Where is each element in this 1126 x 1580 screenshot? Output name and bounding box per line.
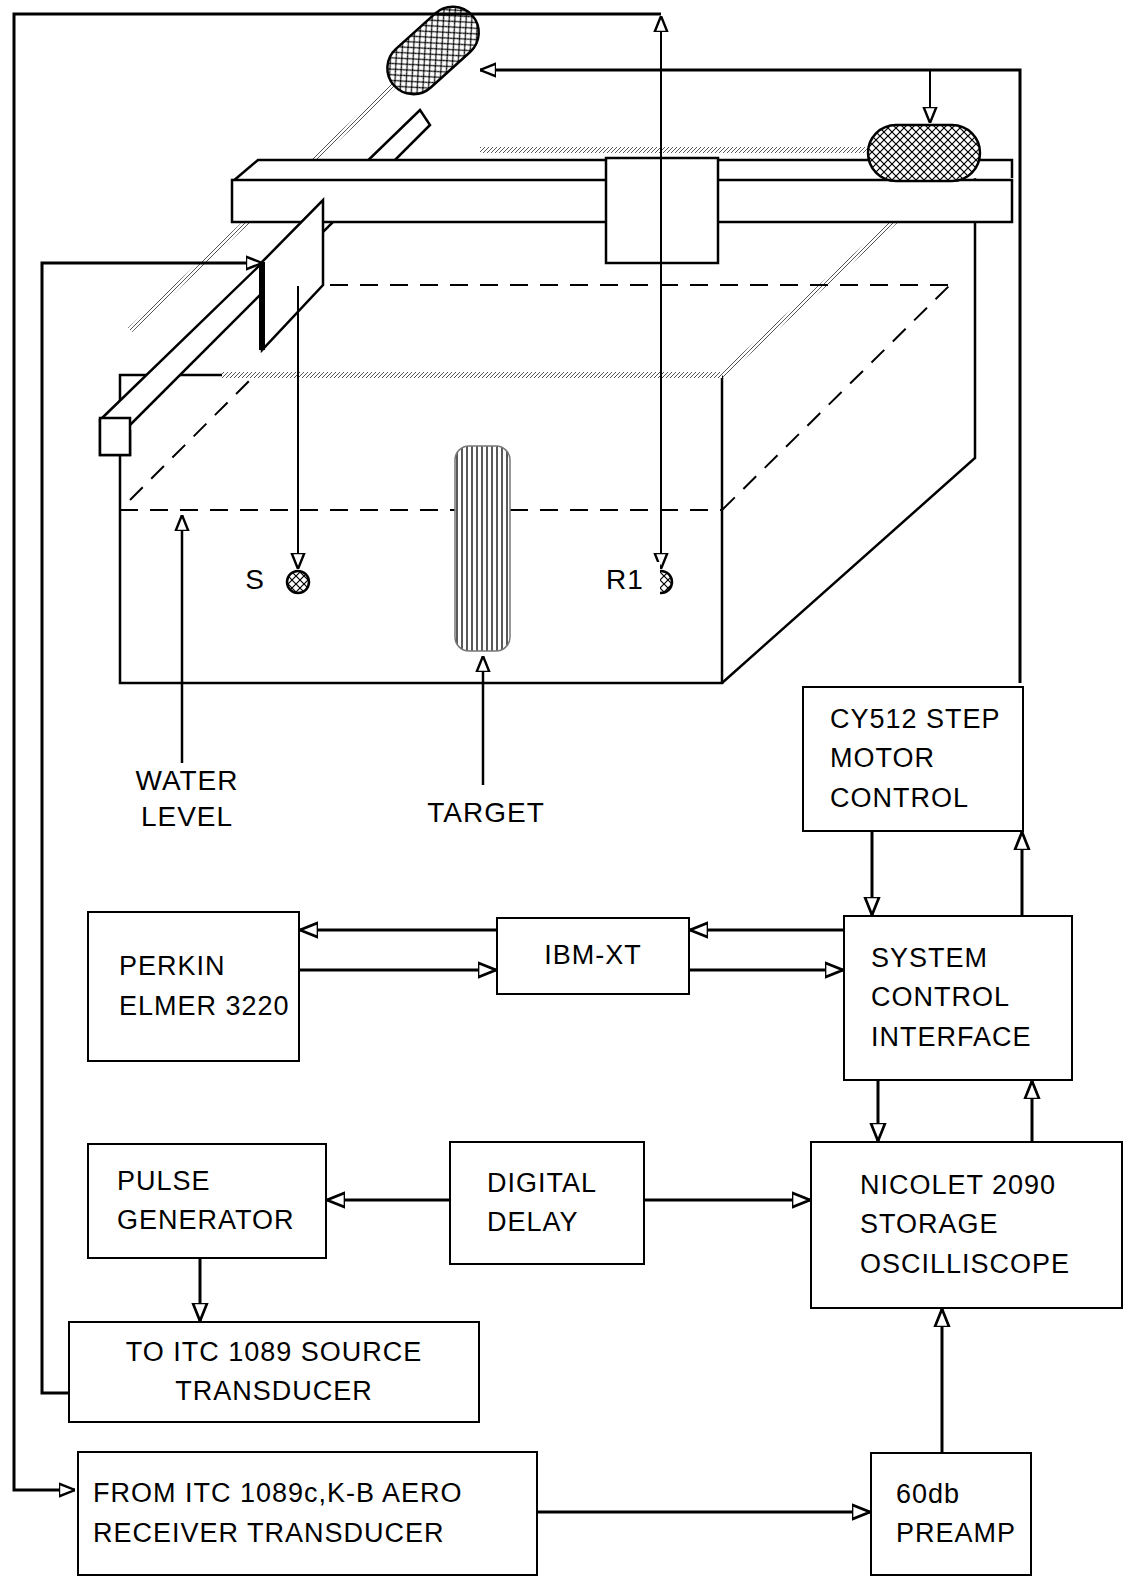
box-label: IBM-XT xyxy=(506,936,680,975)
process-box: FROM ITC 1089c,K-B AERO RECEIVER TRANSDU… xyxy=(77,1451,538,1576)
box-label: PULSE GENERATOR xyxy=(117,1162,317,1240)
process-box: DIGITAL DELAY xyxy=(449,1141,645,1265)
part-label: R1 xyxy=(590,562,660,598)
signal-arrow xyxy=(300,969,496,972)
signal-arrow xyxy=(645,1199,810,1202)
process-box: NICOLET 2090 STORAGE OSCILLISCOPE xyxy=(810,1141,1123,1309)
process-box: PERKIN ELMER 3220 xyxy=(87,911,300,1062)
signal-arrow xyxy=(690,969,843,972)
box-label: DIGITAL DELAY xyxy=(487,1164,635,1242)
box-label: CY512 STEP MOTOR CONTROL xyxy=(830,700,1014,817)
process-box: TO ITC 1089 SOURCE TRANSDUCER xyxy=(68,1321,480,1423)
box-label: SYSTEM CONTROL INTERFACE xyxy=(871,939,1063,1056)
signal-arrow xyxy=(871,832,874,915)
box-label: FROM ITC 1089c,K-B AERO RECEIVER TRANSDU… xyxy=(93,1474,528,1552)
part-label: WATER LEVEL xyxy=(100,763,274,836)
signal-arrow xyxy=(877,1081,880,1141)
box-label: NICOLET 2090 STORAGE OSCILLISCOPE xyxy=(860,1166,1113,1283)
signal-arrow xyxy=(941,1309,944,1452)
signal-arrow xyxy=(1021,832,1024,915)
signal-arrow xyxy=(1031,1081,1034,1141)
signal-arrow xyxy=(199,1259,202,1321)
signal-arrow xyxy=(538,1511,870,1514)
box-label: TO ITC 1089 SOURCE TRANSDUCER xyxy=(78,1333,470,1411)
signal-arrow xyxy=(690,929,843,932)
process-box: IBM-XT xyxy=(496,917,690,995)
process-box: CY512 STEP MOTOR CONTROL xyxy=(802,686,1024,832)
part-label: TARGET xyxy=(408,795,564,831)
process-box: 60db PREAMP xyxy=(870,1452,1032,1576)
signal-arrow xyxy=(327,1199,449,1202)
signal-arrow xyxy=(300,929,496,932)
box-label: 60db PREAMP xyxy=(896,1475,1022,1553)
process-box: PULSE GENERATOR xyxy=(87,1143,327,1259)
part-label: S xyxy=(232,562,278,598)
box-label: PERKIN ELMER 3220 xyxy=(119,947,290,1025)
process-box: SYSTEM CONTROL INTERFACE xyxy=(843,915,1073,1081)
